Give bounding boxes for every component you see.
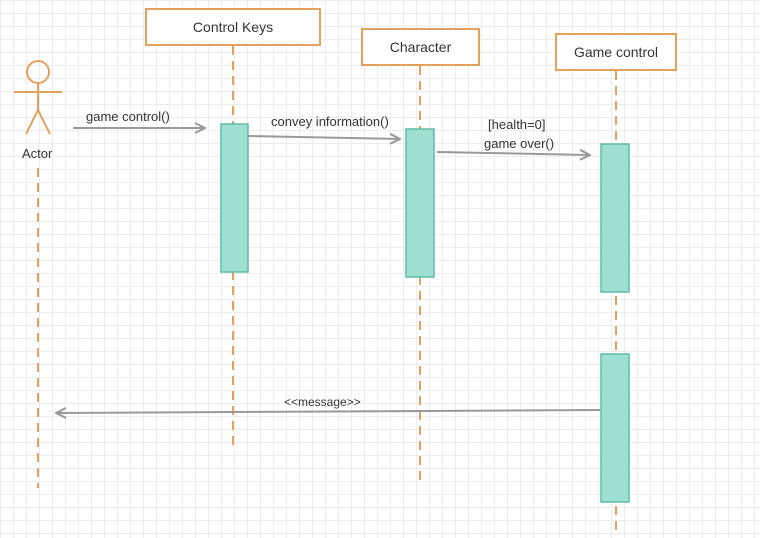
message-arrow-game-over: [436, 152, 590, 155]
lifeline-header-character: Character: [361, 28, 480, 66]
activation-control-keys: [220, 123, 249, 273]
message-arrow-convey-information: [247, 136, 400, 139]
message-label-convey-information: convey information(): [271, 114, 389, 129]
message-label-return-message: <<message>>: [284, 395, 361, 409]
message-label-game-over: game over(): [484, 136, 555, 151]
activation-game-control-1: [600, 143, 630, 293]
lifeline-header-label: Game control: [573, 44, 659, 60]
lifeline-header-game-control: Game control: [555, 33, 677, 71]
lifeline-header-label: Character: [389, 39, 452, 55]
message-arrow-return-message: [56, 410, 601, 413]
message-label-game-control: game control(): [86, 109, 170, 124]
activation-character: [405, 128, 435, 278]
lifeline-header-control-keys: Control Keys: [145, 8, 321, 46]
actor-icon: [14, 60, 62, 135]
message-guard-health: [health=0]: [488, 117, 546, 132]
actor-label: Actor: [22, 146, 53, 161]
lifeline-header-label: Control Keys: [192, 19, 274, 35]
activation-game-control-2: [600, 353, 630, 503]
